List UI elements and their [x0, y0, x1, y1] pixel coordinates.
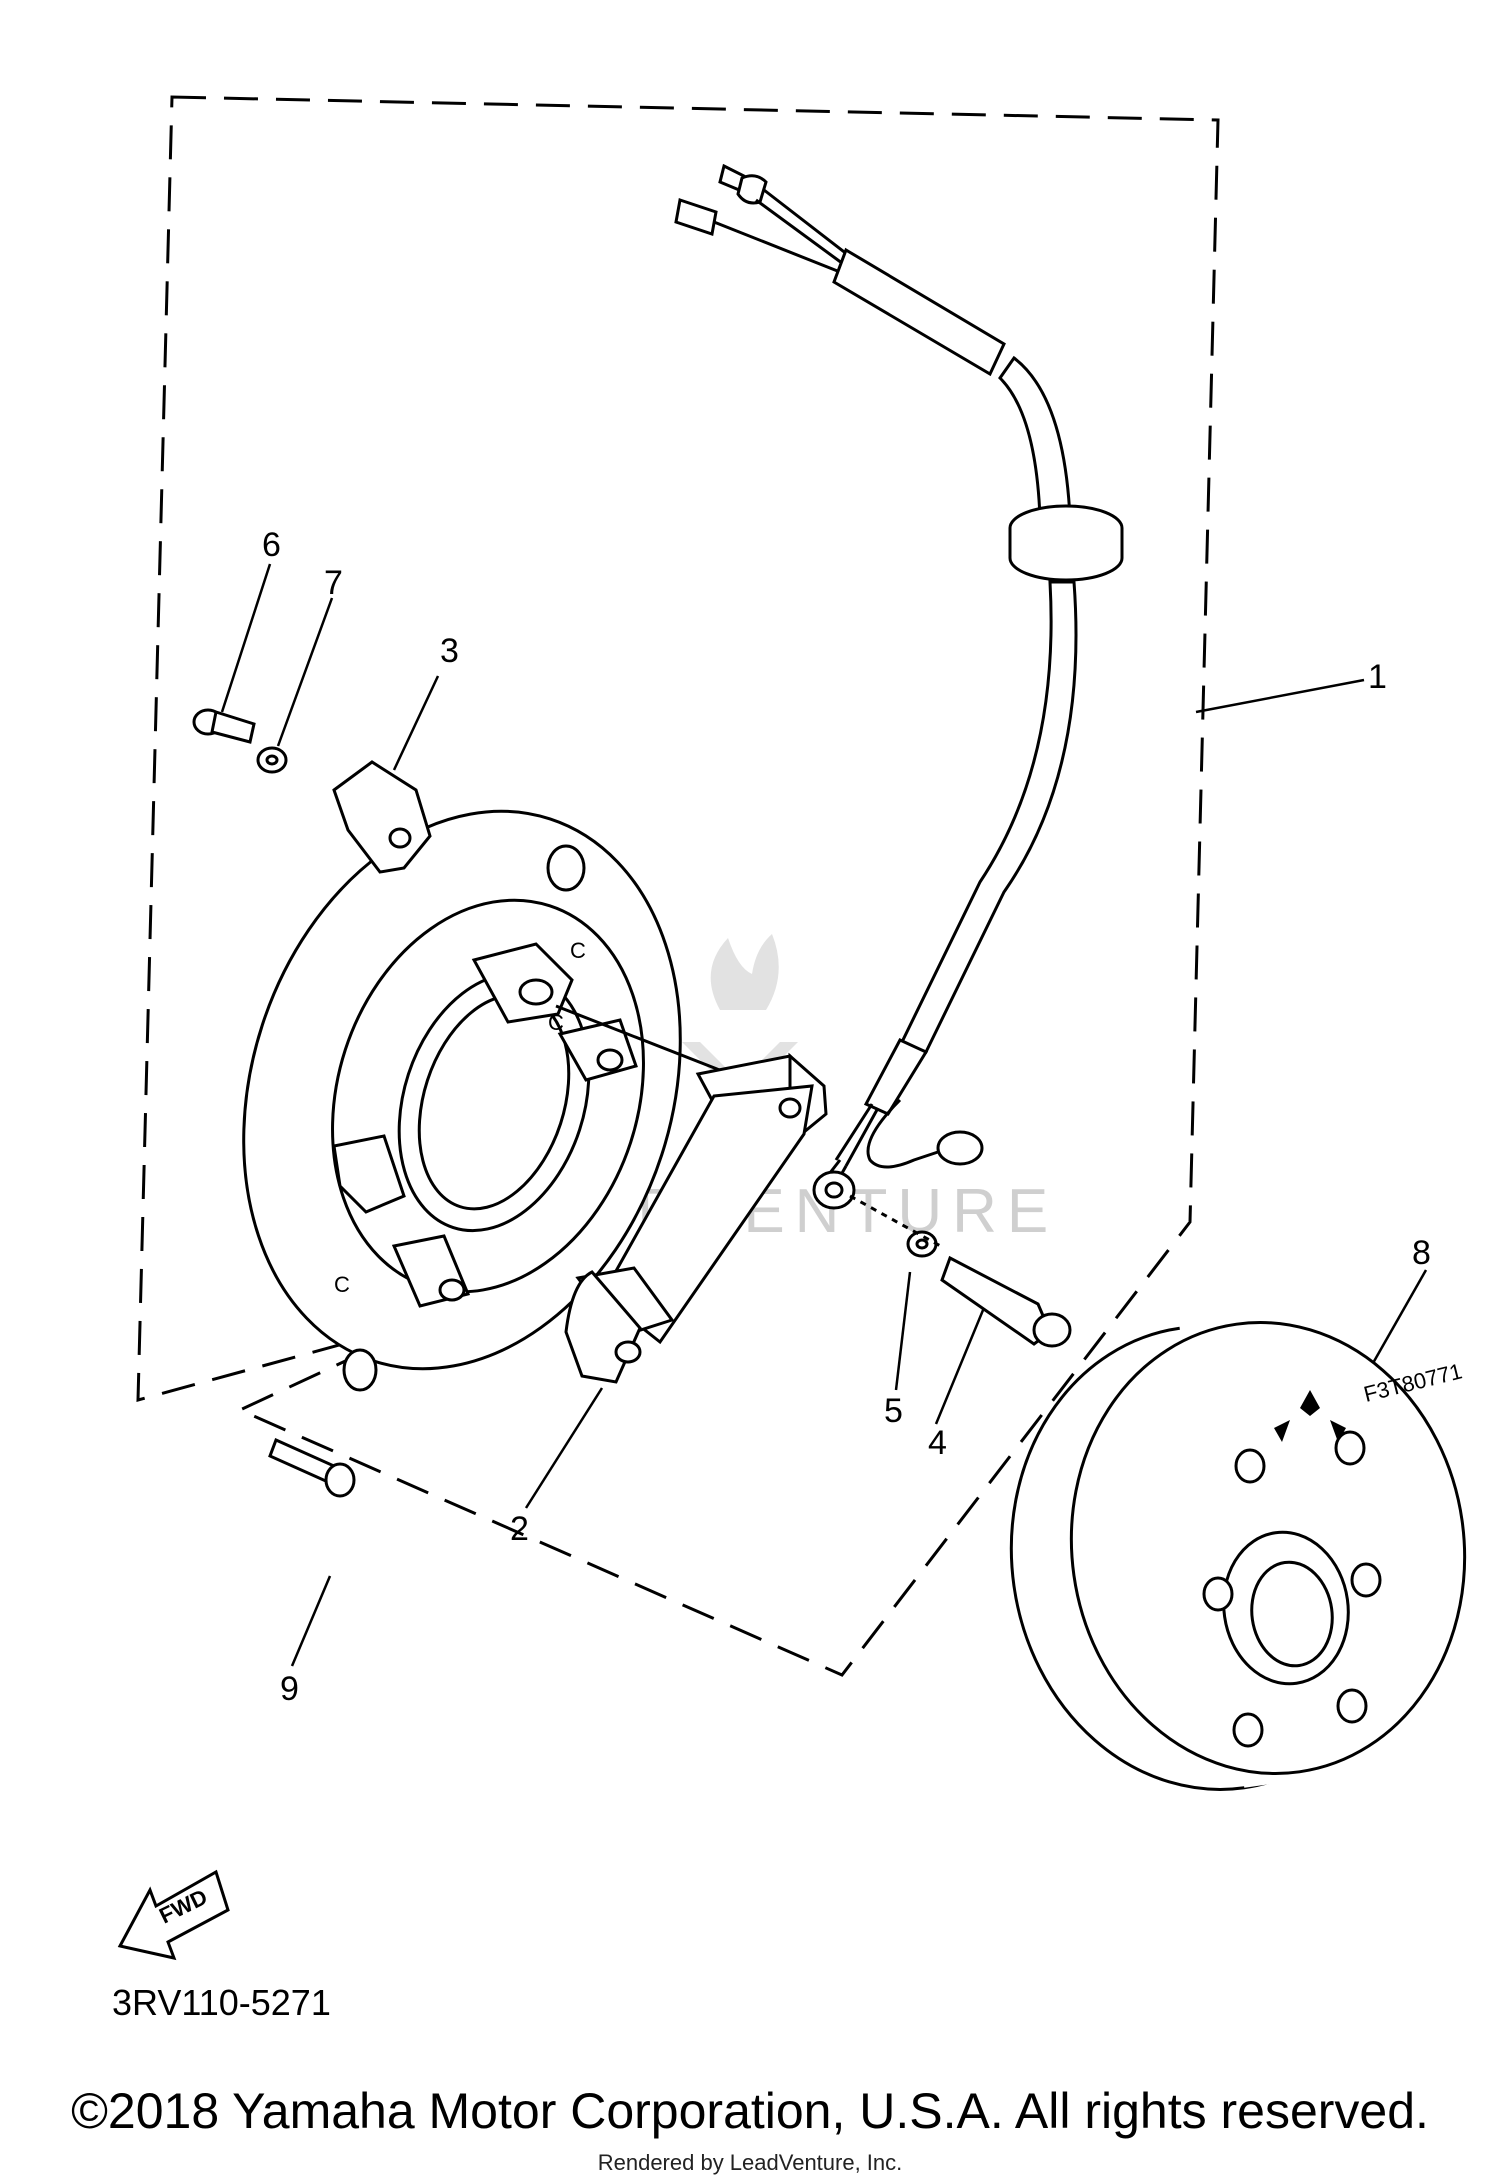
svg-text:C: C [548, 1010, 564, 1035]
callout-8: 8 [1412, 1234, 1431, 1272]
stator-assembly: C C C [242, 809, 741, 1392]
pickup-screw [812, 1170, 1072, 1348]
pickup-coil [564, 1052, 828, 1384]
copyright-notice: ©2018 Yamaha Motor Corporation, U.S.A. A… [71, 2083, 1429, 2139]
forward-direction-arrow: FWD [117, 1869, 230, 1961]
figure-code: 3RV110-5271 [112, 1982, 331, 2023]
callout-4: 4 [928, 1424, 947, 1462]
assembly-boundary [136, 95, 1220, 1677]
callout-7: 7 [324, 564, 343, 602]
lead-clamp [332, 760, 432, 874]
leader-lines [220, 563, 1428, 1667]
screw-and-washer [192, 708, 288, 774]
svg-text:C: C [334, 1272, 350, 1297]
callout-6: 6 [262, 526, 281, 564]
rendered-by-credit: Rendered by LeadVenture, Inc. [597, 2150, 903, 2175]
callout-2: 2 [510, 1510, 529, 1548]
callout-1: 1 [1368, 658, 1387, 696]
callout-9: 9 [280, 1670, 299, 1708]
svg-text:C: C [570, 938, 586, 963]
flywheel-rotor: F3T80771 [1009, 1309, 1467, 1791]
stator-screw [268, 1437, 356, 1498]
wire-harness [674, 163, 1124, 1185]
callout-3: 3 [440, 632, 459, 670]
callout-5: 5 [884, 1392, 903, 1430]
callout-numbers: 1 2 3 4 5 6 7 8 9 [262, 526, 1431, 1708]
